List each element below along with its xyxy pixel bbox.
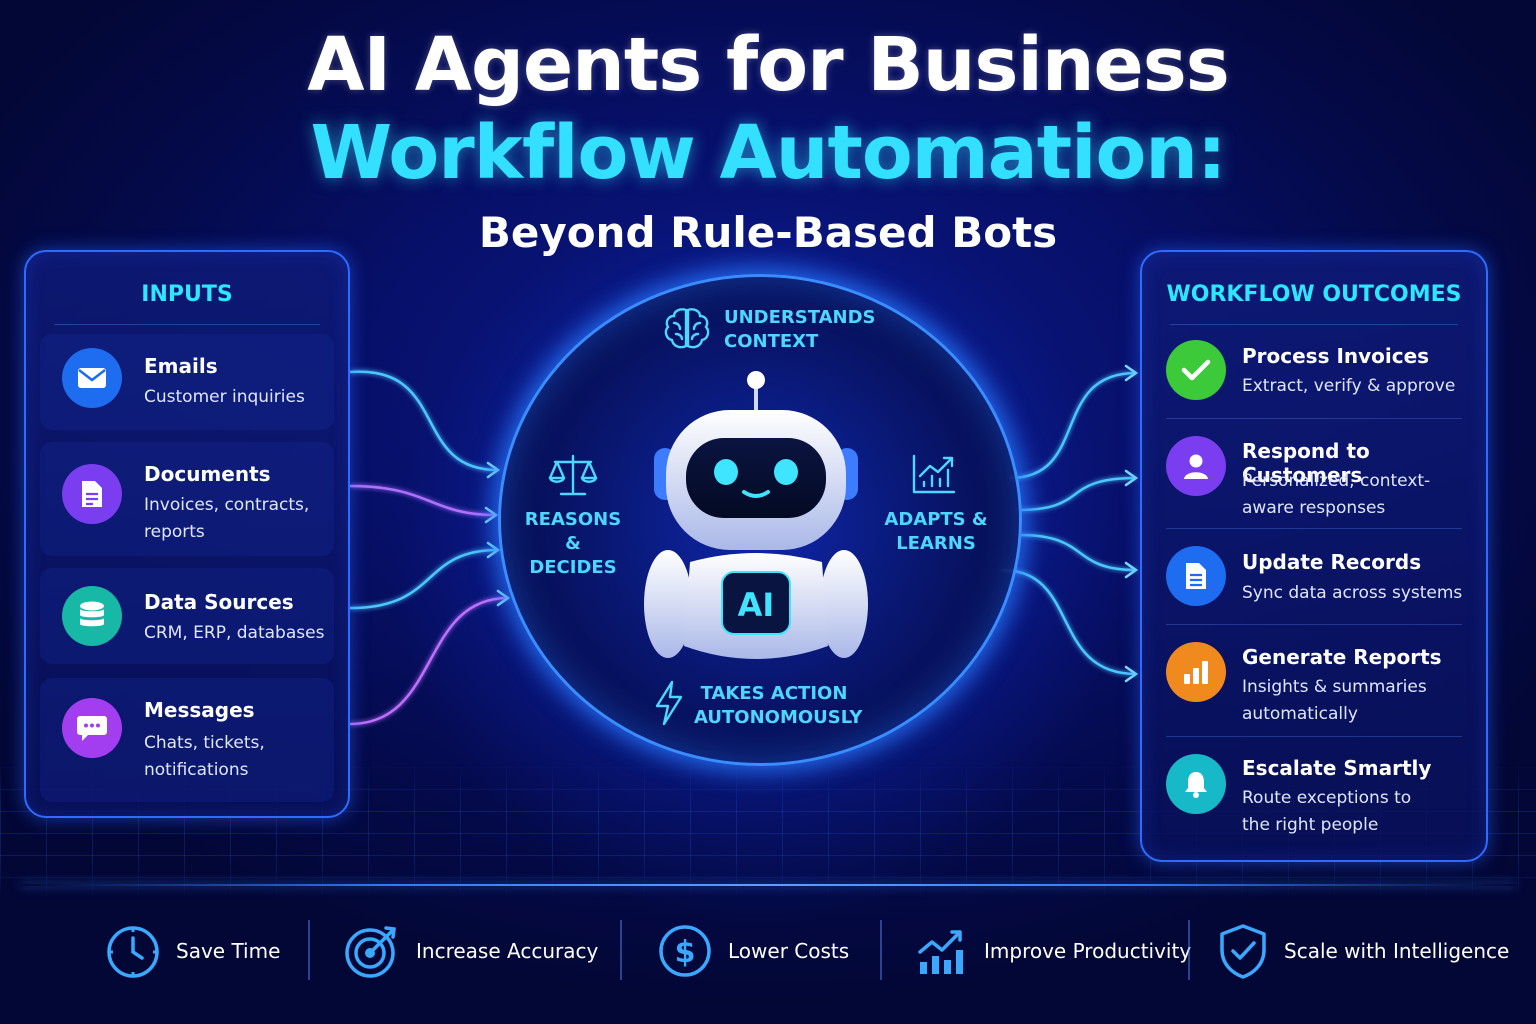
envelope-icon (62, 348, 122, 408)
divider (1166, 418, 1462, 419)
outcome-title: Generate Reports (1242, 645, 1442, 669)
benefit-scale-with-intelligence: Scale with Intelligence (1216, 920, 1509, 982)
outcome-title: Respond to Customers (1242, 439, 1370, 487)
input-connector-messages (349, 596, 509, 726)
document-icon (62, 464, 122, 524)
outcome-desc: Route exceptions to the right people (1242, 788, 1412, 835)
brain-icon (664, 308, 710, 349)
input-title: Emails (144, 354, 218, 378)
arrowhead (1124, 364, 1139, 382)
benefit-increase-accuracy: Increase Accuracy (342, 920, 598, 982)
checkmark-icon (1166, 340, 1226, 400)
arrowhead (484, 506, 499, 524)
benefit-label: Scale with Intelligence (1284, 939, 1510, 963)
benefit-lower-costs: $ Lower Costs (656, 920, 849, 982)
chat-bubble-icon (62, 698, 122, 758)
input-item-messages: Messages Chats, tickets, notifications (40, 678, 334, 802)
lightning-icon (655, 680, 683, 726)
benefit-label: Lower Costs (728, 939, 850, 963)
outcome-desc: Extract, verify & approve (1242, 376, 1456, 396)
divider (1170, 324, 1458, 325)
arrowhead (486, 461, 501, 479)
growth-chart-icon (912, 454, 956, 494)
capability-takes-action: TAKES ACTION AUTONOMOUSLY (694, 683, 863, 728)
benefit-label: Increase Accuracy (416, 939, 599, 963)
benefit-improve-productivity: Improve Productivity (914, 920, 1191, 982)
outcome-desc: Personalized, context-aware responses (1242, 471, 1431, 518)
input-item-emails: Emails Customer inquiries (40, 334, 334, 430)
arrowhead (1124, 561, 1139, 579)
input-connector-data-sources (349, 548, 499, 610)
arrowhead (1124, 469, 1139, 487)
input-item-data-sources: Data Sources CRM, ERP, databases (40, 568, 334, 664)
divider (1166, 528, 1462, 529)
capability-adapts-learns: ADAPTS & LEARNS (884, 509, 988, 554)
output-connector-3 (1019, 533, 1137, 572)
bell-icon (1166, 754, 1226, 814)
output-connector-1 (1009, 371, 1137, 480)
input-desc: Customer inquiries (144, 387, 305, 407)
arrowhead (1124, 665, 1139, 683)
benefit-label: Improve Productivity (984, 939, 1192, 963)
outcome-title: Escalate Smartly (1242, 756, 1432, 780)
divider (54, 324, 320, 325)
output-connector-2 (1017, 476, 1137, 512)
benefit-label: Save Time (176, 939, 281, 963)
clock-icon (107, 926, 159, 978)
arrowhead (496, 589, 511, 607)
capability-understands-context: UNDERSTANDS CONTEXT (724, 307, 876, 352)
input-desc: Chats, tickets, notifications (144, 733, 265, 780)
benefit-save-time: Save Time (104, 920, 280, 982)
outcome-desc: Sync data across systems (1242, 583, 1463, 603)
input-connector-documents (349, 484, 497, 517)
target-icon (345, 926, 396, 978)
subtitle: Beyond Rule-Based Bots (478, 208, 1058, 257)
outcomes-panel: WORKFLOW OUTCOMES Process Invoices Extra… (1140, 250, 1488, 862)
title-line-1: AI Agents for Business (307, 22, 1230, 108)
divider (1188, 920, 1190, 980)
arrowhead (486, 541, 501, 559)
database-icon (62, 586, 122, 646)
output-connector-4 (1001, 568, 1137, 676)
inputs-title: INPUTS (141, 282, 233, 307)
divider (620, 920, 622, 980)
divider (1166, 736, 1462, 737)
title-line-2: Workflow Automation: (310, 110, 1226, 196)
ai-badge: AI (738, 586, 775, 624)
outcome-title: Update Records (1242, 550, 1422, 574)
growth-chart-icon (918, 930, 963, 974)
shield-check-icon (1220, 924, 1266, 979)
dollar-icon: $ (659, 925, 711, 977)
input-desc: CRM, ERP, databases (144, 623, 325, 643)
input-title: Messages (144, 698, 255, 722)
input-desc: Invoices, contracts, reports (144, 495, 310, 542)
outcome-desc: Insights & summaries automatically (1242, 677, 1427, 724)
divider (880, 920, 882, 980)
input-connector-emails (349, 370, 499, 472)
scales-icon (548, 454, 598, 496)
input-item-documents: Documents Invoices, contracts, reports (40, 442, 334, 556)
outcome-title: Process Invoices (1242, 344, 1430, 368)
input-title: Documents (144, 462, 271, 486)
divider (1166, 624, 1462, 625)
bottom-glow-line (20, 884, 1516, 886)
bar-chart-icon (1166, 642, 1226, 702)
input-title: Data Sources (144, 590, 294, 614)
inputs-panel: INPUTS Emails Customer inquiries Documen… (24, 250, 350, 818)
divider (308, 920, 310, 980)
robot-icon: AI (644, 371, 868, 659)
outcomes-title: WORKFLOW OUTCOMES (1166, 282, 1462, 307)
svg-text:$: $ (675, 935, 696, 970)
capability-reasons-decides: REASONS & DECIDES (524, 509, 622, 578)
document-icon (1166, 546, 1226, 606)
user-icon (1166, 436, 1226, 496)
